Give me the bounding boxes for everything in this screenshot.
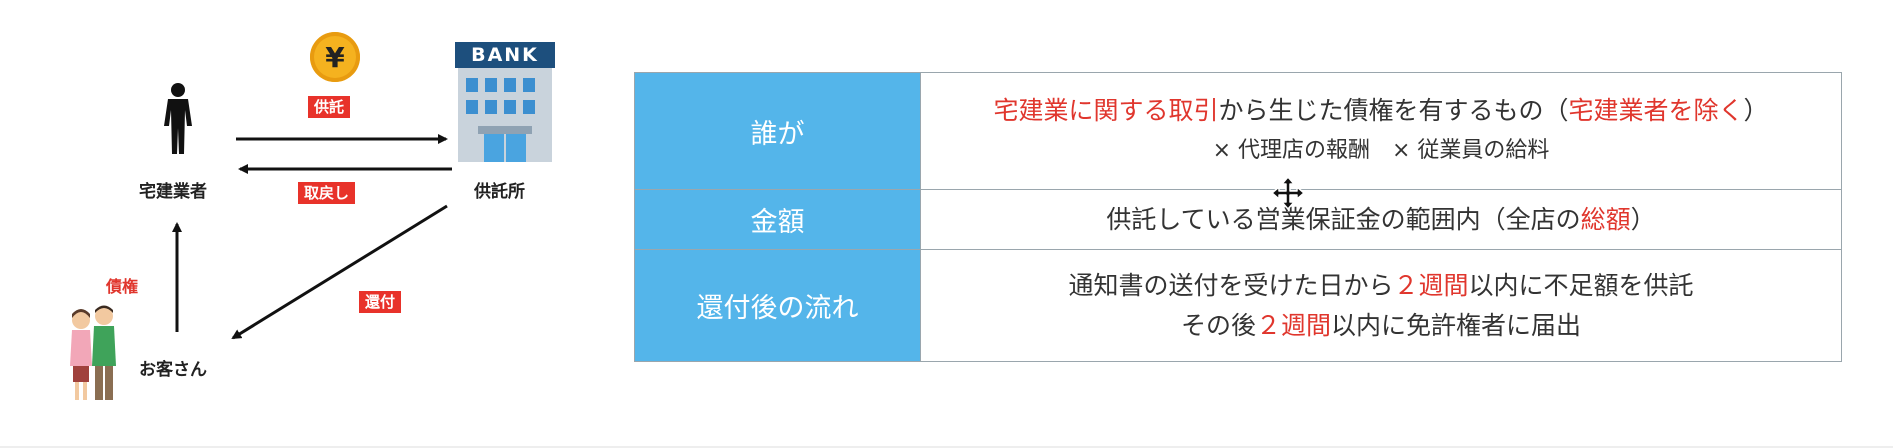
table-row-amount: 金額 供託している営業保証金の範囲内（全店の総額） (635, 190, 1841, 250)
row-head-amount: 金額 (635, 190, 921, 249)
after-refund-text-2c: 以内に免許権者に届出 (1331, 310, 1582, 340)
refund-arrow (231, 204, 448, 340)
after-refund-highlight-1: ２週間 (1393, 270, 1469, 300)
customer-couple-icon (70, 305, 116, 400)
after-refund-line-1: 通知書の送付を受けた日から２週間以内に不足額を供託 (1068, 266, 1693, 306)
who-highlight-excluded: 宅建業者を除く (1568, 96, 1744, 125)
claim-label: 債権 (106, 277, 139, 296)
move-cursor-icon (1271, 176, 1305, 210)
office-label: 供託所 (474, 182, 525, 202)
yen-coin-icon: ¥ (310, 32, 360, 82)
row-head-after-refund: 還付後の流れ (635, 250, 921, 361)
after-refund-text-2a: その後 (1180, 310, 1256, 340)
row-body-amount: 供託している営業保証金の範囲内（全店の総額） (921, 190, 1841, 249)
who-text-middle: から生じた債権を有するもの（ (1218, 96, 1569, 125)
row-head-who: 誰が (635, 73, 921, 189)
after-refund-line-2: その後２週間以内に免許権者に届出 (1181, 306, 1581, 346)
dealer-person-icon (164, 83, 192, 154)
table-row-after-refund: 還付後の流れ 通知書の送付を受けた日から２週間以内に不足額を供託 その後２週間以… (635, 250, 1841, 361)
deposit-tag: 供託 (308, 96, 351, 118)
amount-highlight-total: 総額 (1580, 204, 1631, 234)
takeback-tag: 取戻し (298, 182, 356, 204)
who-text-close: ） (1743, 96, 1769, 125)
security-deposit-table: 誰が 宅建業に関する取引から生じた債権を有するもの（宅建業者を除く） × 代理店… (634, 72, 1842, 362)
after-refund-text-1c: 以内に不足額を供託 (1468, 270, 1694, 300)
row-body-after-refund: 通知書の送付を受けた日から２週間以内に不足額を供託 その後２週間以内に免許権者に… (921, 250, 1841, 361)
who-line-2: × 代理店の報酬 × 従業員の給料 (1212, 138, 1550, 163)
bank-facade-icon (458, 68, 552, 162)
after-refund-text-1a: 通知書の送付を受けた日から (1068, 270, 1394, 300)
row-body-who: 宅建業に関する取引から生じた債権を有するもの（宅建業者を除く） × 代理店の報酬… (921, 73, 1841, 189)
flow-arrows (172, 134, 452, 340)
yen-symbol: ¥ (325, 40, 345, 74)
after-refund-highlight-2: ２週間 (1255, 310, 1331, 340)
amount-text-close: ） (1630, 204, 1656, 234)
amount-text: 供託している営業保証金の範囲内（全店の (1106, 204, 1581, 234)
customer-label: お客さん (139, 360, 207, 380)
bank-sign: BANK (455, 42, 555, 68)
amount-line-1: 供託している営業保証金の範囲内（全店の総額） (1106, 200, 1655, 240)
table-row-who: 誰が 宅建業に関する取引から生じた債権を有するもの（宅建業者を除く） × 代理店… (635, 73, 1841, 190)
who-line-1: 宅建業に関する取引から生じた債権を有するもの（宅建業者を除く） (993, 91, 1768, 131)
refund-tag: 還付 (359, 291, 402, 313)
bank-building-icon: BANK (455, 42, 555, 162)
dealer-label: 宅建業者 (139, 182, 207, 202)
bottom-divider (0, 446, 1893, 448)
who-highlight-transaction: 宅建業に関する取引 (993, 96, 1219, 125)
